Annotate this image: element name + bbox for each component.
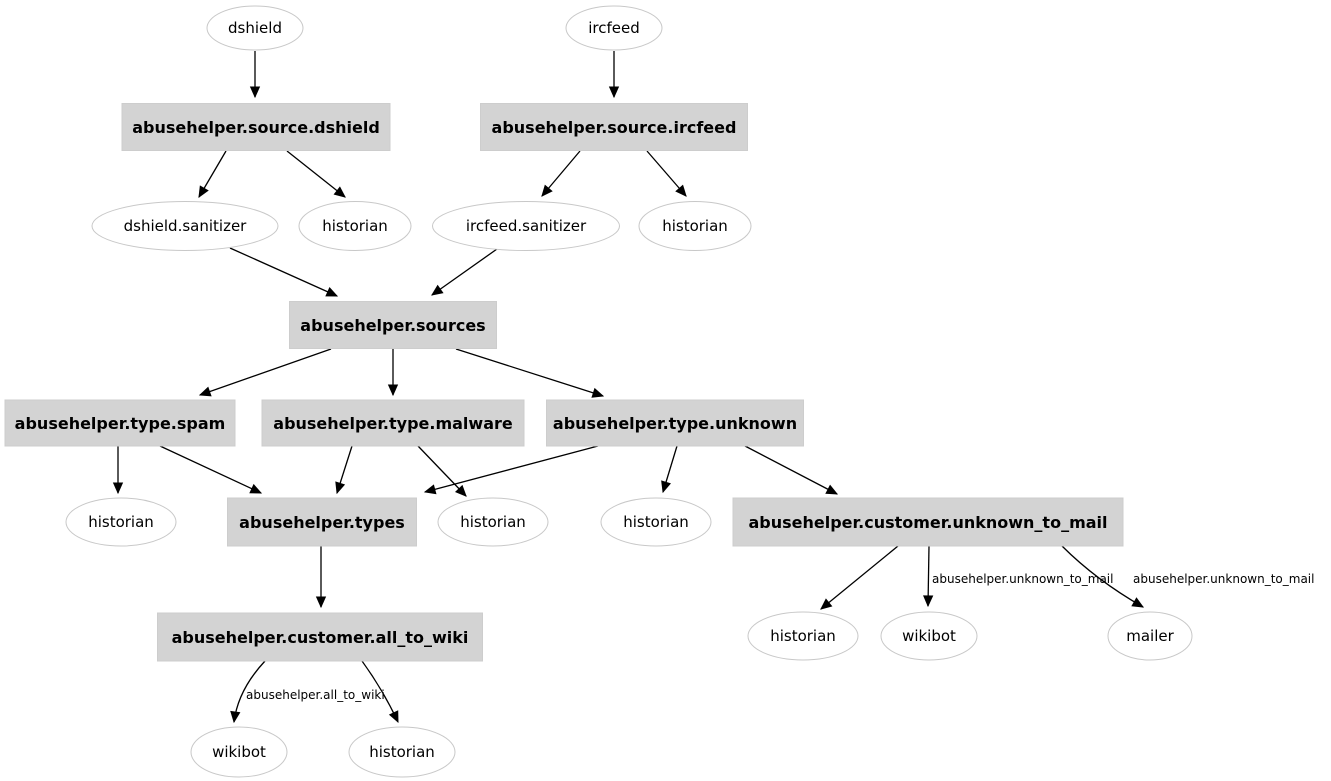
node-label-historian_7: historian xyxy=(369,743,435,761)
node-shape-ircfeed xyxy=(565,5,663,51)
node-shape-type_malware xyxy=(261,399,525,447)
node-label-ircfeed_sanitizer: ircfeed.sanitizer xyxy=(466,217,587,235)
node-ircfeed: ircfeed xyxy=(565,5,663,51)
node-sources: abusehelper.sources xyxy=(289,301,497,349)
edge-type_spam-to-types xyxy=(159,445,263,494)
node-type_spam: abusehelper.type.spam xyxy=(4,399,236,447)
node-label-historian_1: historian xyxy=(322,217,388,235)
node-label-type_spam: abusehelper.type.spam xyxy=(15,414,226,433)
node-label-dshield: dshield xyxy=(228,19,282,37)
node-shape-customer_all_to_wiki xyxy=(157,612,483,662)
node-shape-src_dshield xyxy=(121,103,391,151)
edge-customer_all_to_wiki-to-wikibot_2 xyxy=(230,660,266,724)
node-historian_7: historian xyxy=(348,726,456,778)
edges-layer xyxy=(112,51,1145,724)
edge-type_unknown-to-customer_unknown_to_mail xyxy=(744,445,839,495)
edge-type_malware-to-types xyxy=(335,445,353,495)
edge-label-customer_unknown_to_mail-to-mailer: abusehelper.unknown_to_mail xyxy=(1133,572,1314,586)
node-label-wikibot_1: wikibot xyxy=(902,627,956,645)
edge-src_dshield-to-historian_1 xyxy=(286,150,346,198)
node-shape-customer_unknown_to_mail xyxy=(732,497,1124,547)
node-shape-wikibot_1 xyxy=(880,611,978,661)
node-src_ircfeed: abusehelper.source.ircfeed xyxy=(480,103,748,151)
node-types: abusehelper.types xyxy=(227,497,417,547)
node-shape-type_unknown xyxy=(546,399,804,447)
node-dshield: dshield xyxy=(206,5,304,51)
node-shape-src_ircfeed xyxy=(480,103,748,151)
edge-src_dshield-to-dshield_sanitizer xyxy=(198,150,227,199)
node-shape-historian_2 xyxy=(638,201,752,251)
node-shape-historian_1 xyxy=(298,201,412,251)
edge-ircfeed_sanitizer-to-sources xyxy=(431,248,498,296)
node-shape-historian_3 xyxy=(65,497,177,547)
node-shape-ircfeed_sanitizer xyxy=(432,201,620,251)
edge-sources-to-type_spam xyxy=(198,348,332,397)
node-shape-wikibot_2 xyxy=(190,726,288,778)
node-label-ircfeed: ircfeed xyxy=(588,19,640,37)
node-src_dshield: abusehelper.source.dshield xyxy=(121,103,391,151)
node-type_malware: abusehelper.type.malware xyxy=(261,399,525,447)
edge-sources-to-type_unknown xyxy=(455,348,605,398)
node-historian_2: historian xyxy=(638,201,752,251)
node-shape-types xyxy=(227,497,417,547)
node-dshield_sanitizer: dshield.sanitizer xyxy=(91,201,279,251)
node-label-historian_2: historian xyxy=(662,217,728,235)
node-label-type_malware: abusehelper.type.malware xyxy=(273,414,513,433)
node-type_unknown: abusehelper.type.unknown xyxy=(546,399,804,447)
node-label-historian_6: historian xyxy=(770,627,836,645)
node-shape-historian_7 xyxy=(348,726,456,778)
node-label-dshield_sanitizer: dshield.sanitizer xyxy=(124,217,248,235)
node-historian_5: historian xyxy=(600,497,712,547)
edge-type_unknown-to-historian_5 xyxy=(661,445,678,494)
node-shape-mailer xyxy=(1107,611,1193,661)
node-shape-dshield xyxy=(206,5,304,51)
node-label-types: abusehelper.types xyxy=(239,513,405,532)
node-shape-historian_5 xyxy=(600,497,712,547)
edge-type_unknown-to-types xyxy=(423,445,599,495)
node-shape-historian_6 xyxy=(747,611,859,661)
node-shape-historian_4 xyxy=(437,497,549,547)
node-wikibot_1: wikibot xyxy=(880,611,978,661)
edge-customer_unknown_to_mail-to-wikibot_1 xyxy=(923,545,934,608)
node-label-historian_3: historian xyxy=(88,513,154,531)
node-historian_4: historian xyxy=(437,497,549,547)
edge-customer_all_to_wiki-to-historian_7 xyxy=(361,660,399,724)
node-customer_all_to_wiki: abusehelper.customer.all_to_wiki xyxy=(157,612,483,662)
node-customer_unknown_to_mail: abusehelper.customer.unknown_to_mail xyxy=(732,497,1124,547)
node-historian_6: historian xyxy=(747,611,859,661)
node-label-src_ircfeed: abusehelper.source.ircfeed xyxy=(492,118,737,137)
node-shape-dshield_sanitizer xyxy=(91,201,279,251)
node-label-historian_4: historian xyxy=(460,513,526,531)
edge-dshield_sanitizer-to-sources xyxy=(229,247,339,297)
node-label-customer_all_to_wiki: abusehelper.customer.all_to_wiki xyxy=(172,628,469,647)
node-historian_3: historian xyxy=(65,497,177,547)
edge-customer_unknown_to_mail-to-historian_6 xyxy=(820,545,899,610)
edge-label-customer_all_to_wiki-to-wikibot_2: abusehelper.all_to_wiki xyxy=(246,688,385,702)
node-label-sources: abusehelper.sources xyxy=(300,316,485,335)
edge-label-customer_unknown_to_mail-to-wikibot_1: abusehelper.unknown_to_mail xyxy=(932,572,1113,586)
node-label-customer_unknown_to_mail: abusehelper.customer.unknown_to_mail xyxy=(748,513,1107,532)
node-label-historian_5: historian xyxy=(623,513,689,531)
edge-labels-layer: abusehelper.unknown_to_mail abusehelper.u… xyxy=(246,572,1314,702)
node-ircfeed_sanitizer: ircfeed.sanitizer xyxy=(432,201,620,251)
node-label-type_unknown: abusehelper.type.unknown xyxy=(553,414,797,433)
node-wikibot_2: wikibot xyxy=(190,726,288,778)
node-label-src_dshield: abusehelper.source.dshield xyxy=(132,118,380,137)
edge-customer_unknown_to_mail-to-mailer xyxy=(1061,545,1145,608)
edge-src_ircfeed-to-ircfeed_sanitizer xyxy=(541,150,581,197)
edge-src_ircfeed-to-historian_2 xyxy=(646,150,687,197)
node-shape-type_spam xyxy=(4,399,236,447)
nodes-layer: dshield ircfeed abusehelper.source.dshield… xyxy=(4,5,1193,778)
node-label-wikibot_2: wikibot xyxy=(212,743,266,761)
node-label-mailer: mailer xyxy=(1126,627,1174,645)
node-historian_1: historian xyxy=(298,201,412,251)
edge-type_malware-to-historian_4 xyxy=(417,445,467,497)
node-mailer: mailer xyxy=(1107,611,1193,661)
node-shape-sources xyxy=(289,301,497,349)
